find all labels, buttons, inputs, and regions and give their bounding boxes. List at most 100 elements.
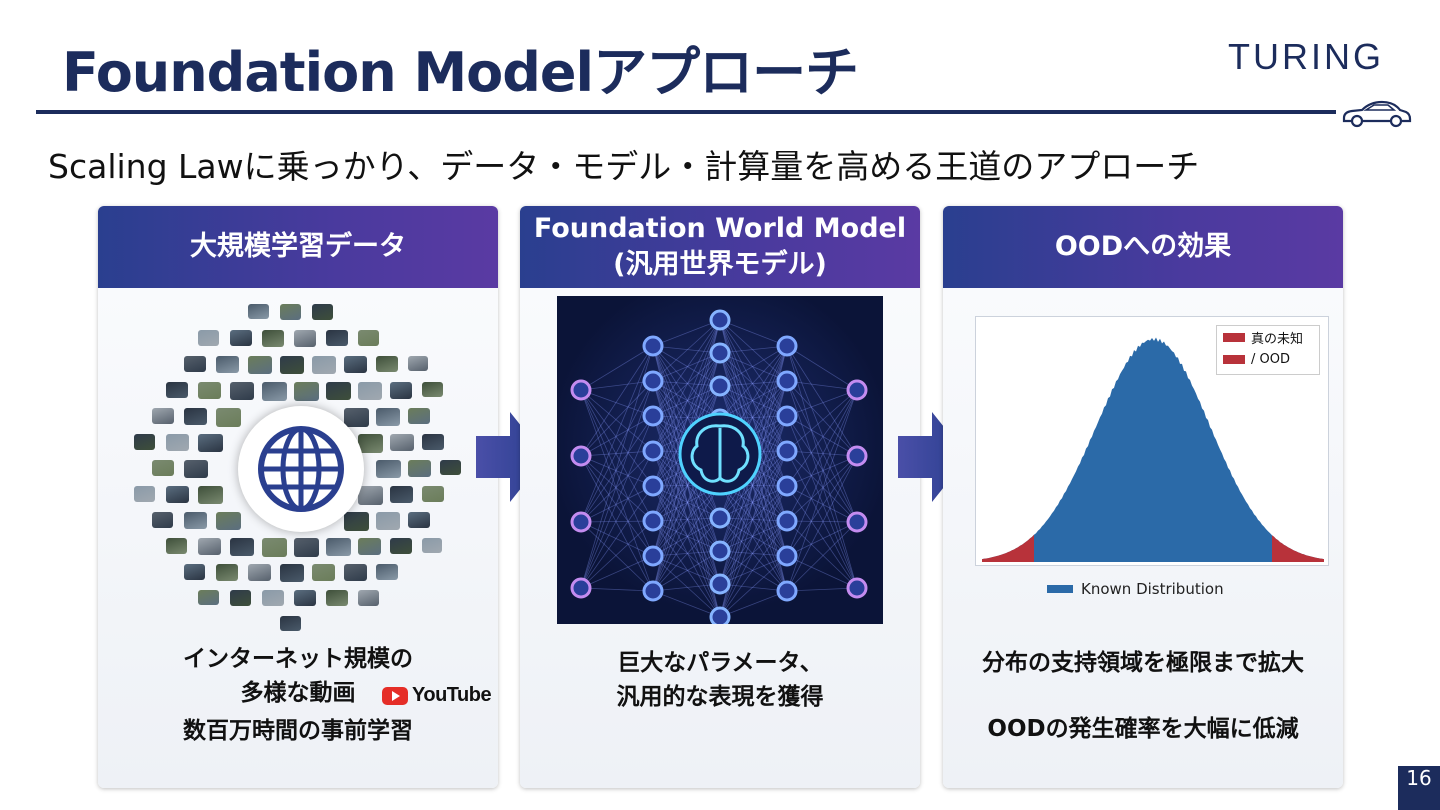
nn-edge — [786, 415, 858, 523]
nn-edge — [652, 385, 721, 452]
video-thumbnail — [280, 564, 304, 582]
nn-edge — [786, 380, 858, 457]
nn-edge — [719, 520, 788, 585]
video-thumbnail — [216, 564, 239, 581]
nn-edge — [652, 345, 721, 618]
video-thumbnail — [198, 330, 219, 346]
nn-edge — [719, 517, 788, 522]
nn-edge — [652, 345, 721, 354]
known-distribution-legend: Known Distribution — [1047, 580, 1224, 598]
nn-node — [642, 545, 664, 567]
nn-edge — [652, 484, 721, 592]
nn-edge — [786, 450, 858, 523]
video-thumbnail — [344, 408, 370, 427]
nn-edge — [652, 450, 721, 519]
nn-node — [570, 511, 592, 533]
nn-edge — [652, 380, 721, 585]
panel-training-data: 大規模学習データ YouTube インターネット規模の 多様な動画 数百万時間の… — [98, 206, 498, 788]
video-thumbnail — [216, 408, 241, 427]
nn-node — [642, 440, 664, 462]
nn-edge — [786, 380, 858, 589]
nn-edge — [652, 520, 721, 585]
nn-node — [709, 309, 731, 331]
nn-edge — [719, 485, 788, 519]
neural-network-image — [557, 296, 883, 628]
nn-edge — [719, 450, 788, 519]
nn-edge — [580, 455, 654, 592]
car-icon — [1342, 100, 1412, 128]
video-thumbnail — [152, 512, 174, 529]
video-thumbnail — [326, 330, 349, 347]
video-thumbnail — [262, 330, 285, 347]
video-thumbnail — [294, 382, 320, 401]
nn-edge — [580, 380, 654, 391]
video-thumbnail — [134, 434, 155, 450]
distribution-plot — [982, 337, 1324, 562]
distribution-chart: 真の未知 / OOD — [975, 316, 1329, 566]
nn-edge — [652, 450, 721, 552]
video-thumbnail — [248, 304, 269, 320]
nn-edge — [719, 520, 788, 618]
nn-edge — [580, 389, 654, 487]
nn-edge — [652, 380, 721, 387]
nn-edge — [652, 590, 721, 618]
nn-edge — [719, 484, 788, 592]
video-thumbnail — [408, 460, 431, 477]
nn-edge — [580, 520, 654, 523]
video-thumbnail — [376, 564, 398, 581]
nn-node — [846, 445, 868, 467]
nn-edge — [652, 555, 721, 585]
nn-edge — [786, 455, 858, 557]
nn-edge — [719, 319, 788, 347]
brain-icon — [678, 412, 762, 496]
nn-edge — [652, 380, 721, 618]
legend-entry: / OOD — [1217, 348, 1319, 370]
nn-edge — [652, 450, 721, 585]
video-thumbnail — [230, 590, 252, 607]
nn-node — [846, 511, 868, 533]
nn-edge — [652, 415, 721, 552]
legend-entry: 真の未知 — [1217, 326, 1319, 348]
video-thumbnail — [184, 512, 208, 530]
panel-text-2: 汎用的な表現を獲得 — [616, 684, 824, 710]
video-thumbnail — [280, 304, 301, 320]
panel-text-1: 巨大なパラメータ、 — [617, 650, 823, 676]
nn-edge — [652, 485, 721, 618]
arrow-right-icon — [898, 412, 968, 502]
page-number: 16 — [1398, 766, 1440, 810]
video-thumbnail — [294, 330, 317, 347]
video-thumbnail — [198, 590, 219, 606]
nn-edge — [580, 520, 654, 589]
nn-edge — [719, 319, 788, 382]
nn-edge — [786, 521, 858, 592]
video-thumbnail — [408, 356, 429, 372]
nn-node — [642, 510, 664, 532]
video-thumbnail — [440, 460, 461, 476]
video-thumbnail — [166, 486, 189, 503]
nn-edge — [786, 450, 858, 589]
nn-edge — [652, 385, 721, 417]
nn-edge — [719, 485, 788, 552]
nn-edge — [580, 521, 654, 557]
nn-edge — [786, 485, 858, 589]
nn-edge — [786, 389, 858, 557]
nn-node — [570, 445, 592, 467]
panel-text-1: 分布の支持領域を極限まで拡大 — [982, 650, 1304, 676]
video-thumbnail — [198, 382, 222, 400]
nn-edge — [580, 555, 654, 589]
video-thumbnail — [230, 538, 255, 556]
nn-edge — [719, 450, 788, 618]
nn-edge — [719, 319, 788, 487]
nn-edge — [580, 345, 654, 589]
nn-node — [642, 335, 664, 357]
nn-edge — [719, 555, 788, 585]
video-thumbnail — [344, 356, 367, 374]
nn-edge — [652, 319, 721, 347]
globe-badge — [238, 406, 364, 532]
nn-edge — [580, 380, 654, 523]
video-thumbnail — [184, 408, 208, 426]
nn-node — [709, 375, 731, 397]
panel-heading: OODへの効果 — [943, 206, 1343, 288]
nn-edge — [719, 485, 788, 618]
chart-legend: 真の未知 / OOD — [1216, 325, 1320, 375]
